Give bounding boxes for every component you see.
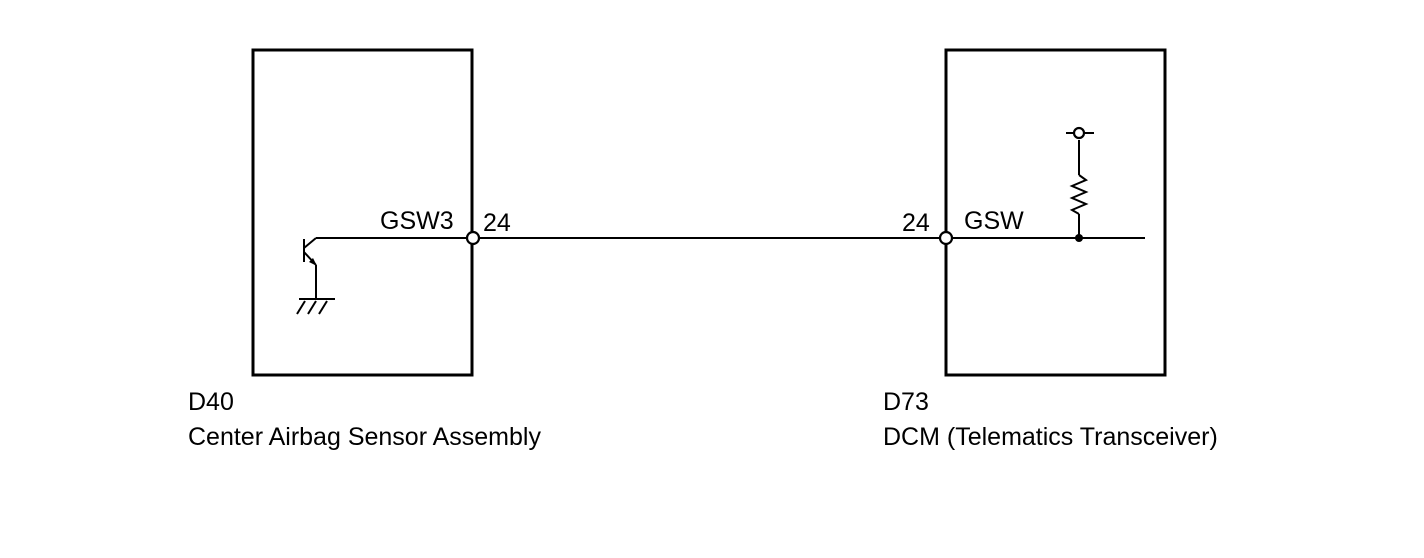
terminal-d73-24 — [938, 230, 954, 246]
component-code-d40: D40 — [188, 388, 234, 416]
signal-label-gsw3: GSW3 — [380, 207, 454, 235]
component-code-d73: D73 — [883, 388, 929, 416]
component-d40: GSW3 24 D40 Center Airbag Sensor Assembl… — [188, 48, 541, 451]
pin-label-d73: 24 — [902, 209, 930, 237]
component-name-d40: Center Airbag Sensor Assembly — [188, 423, 541, 451]
resistor-icon — [1069, 140, 1089, 238]
component-name-d73: DCM (Telematics Transceiver) — [883, 423, 1218, 451]
component-d73: GSW 24 D73 DCM (Telematics Transceiver) — [883, 48, 1218, 451]
component-d73-box — [944, 48, 1167, 377]
transistor-icon — [303, 237, 317, 266]
component-d40-box — [251, 48, 474, 377]
power-supply-icon — [1066, 126, 1094, 140]
signal-label-gsw: GSW — [964, 207, 1024, 235]
ground-icon — [296, 298, 335, 315]
pin-label-d40: 24 — [483, 209, 511, 237]
junction-dot — [1075, 234, 1083, 242]
terminal-d40-24 — [465, 230, 481, 246]
